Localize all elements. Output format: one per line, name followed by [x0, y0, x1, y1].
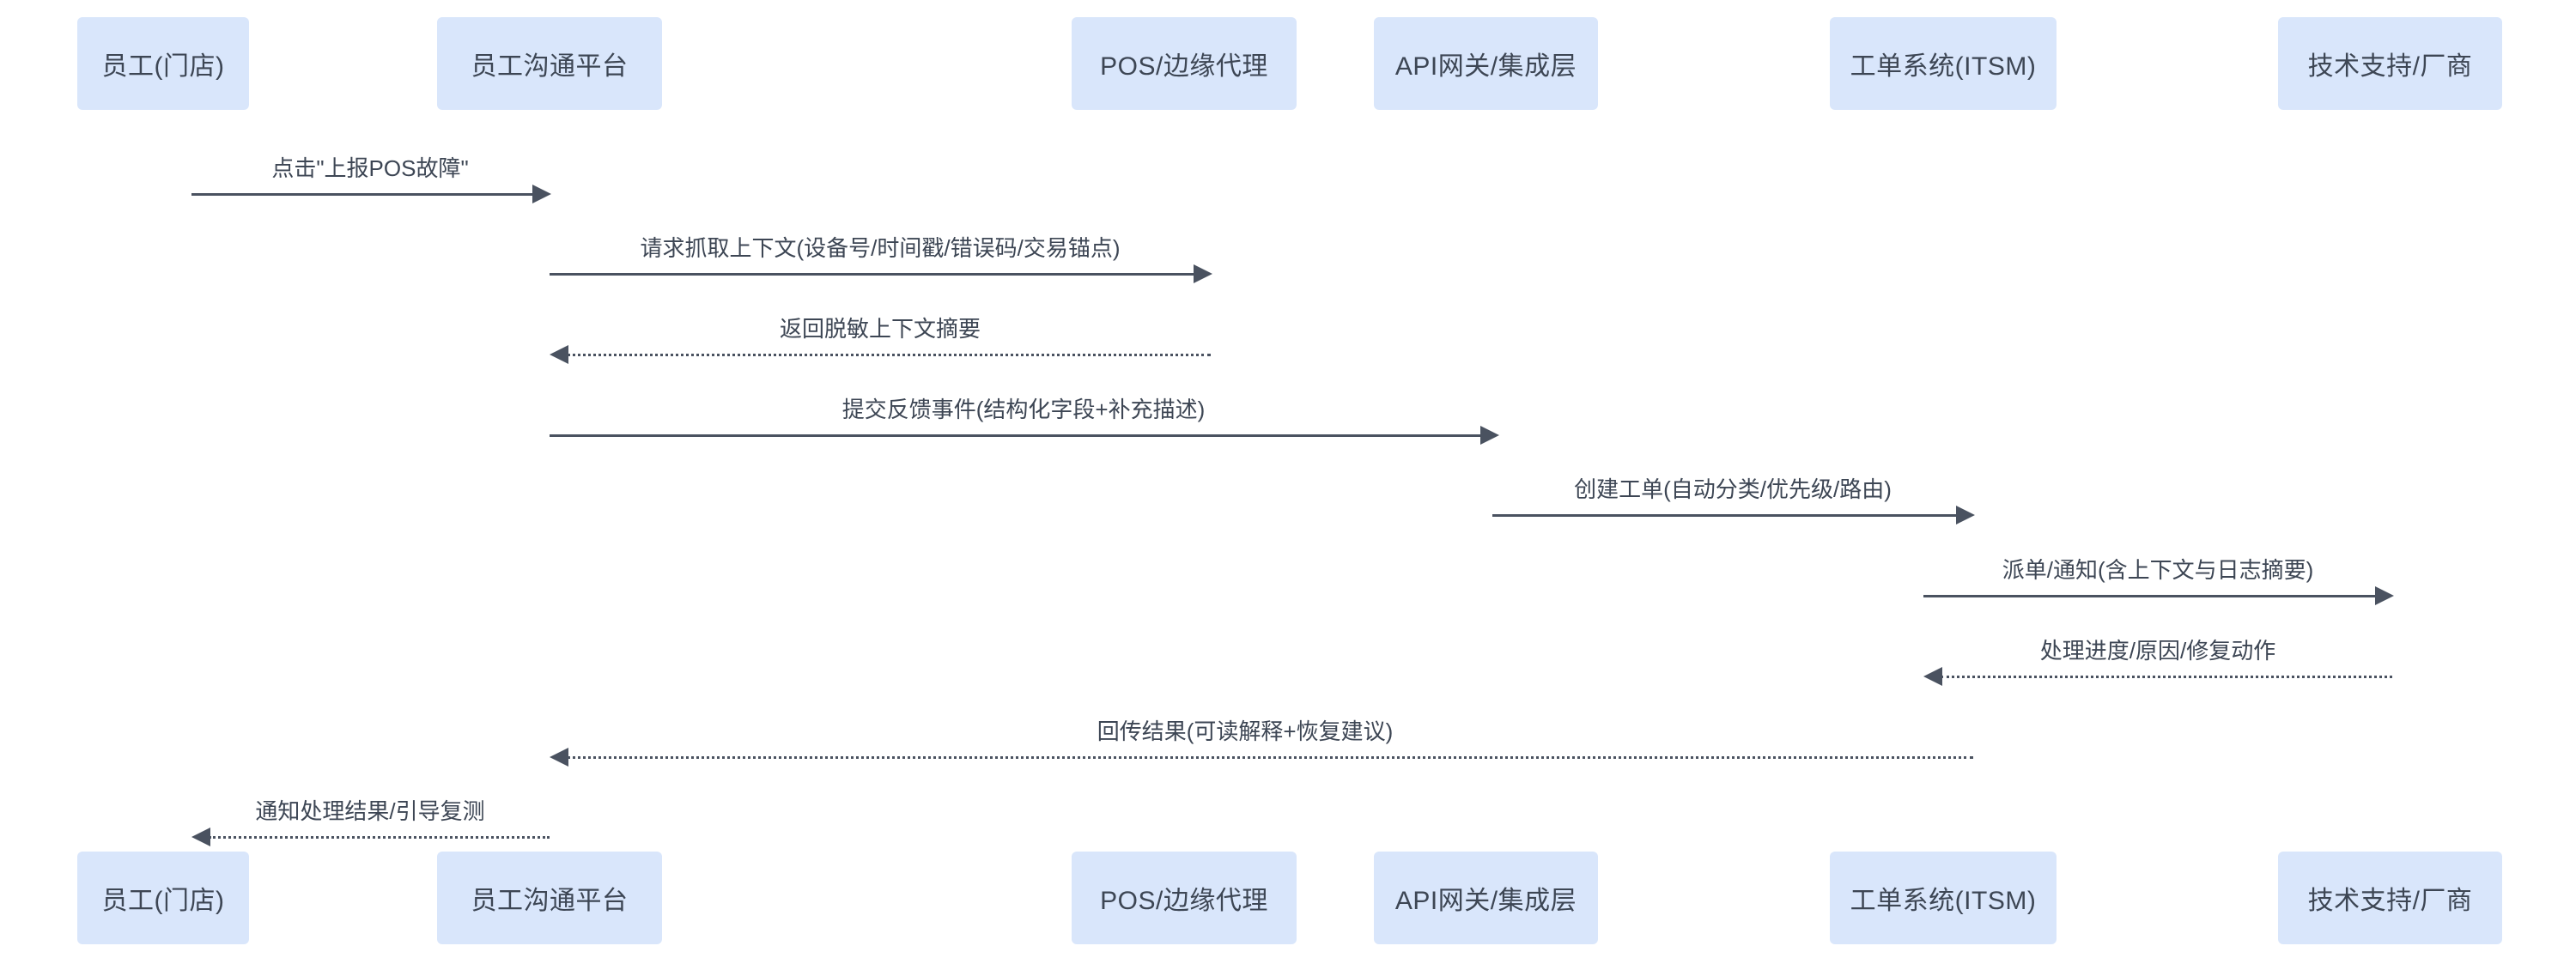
message-line-8: [567, 756, 1973, 759]
participant-pos-bottom[interactable]: POS/边缘代理: [1072, 852, 1297, 944]
message-label-8: 回传结果(可读解释+恢复建议): [1097, 718, 1394, 744]
message-label-9: 通知处理结果/引导复测: [255, 798, 485, 824]
participant-itsm-bottom[interactable]: 工单系统(ITSM): [1830, 852, 2057, 944]
message-arrowhead-3: [550, 345, 568, 364]
message-line-6: [1923, 595, 2375, 597]
message-line-9: [209, 836, 550, 839]
message-arrowhead-5: [1956, 506, 1975, 524]
participant-apigw-bottom[interactable]: API网关/集成层: [1374, 852, 1598, 944]
message-arrowhead-6: [2375, 586, 2394, 605]
message-arrowhead-9: [191, 828, 210, 846]
message-label-1: 点击"上报POS故障": [271, 155, 469, 181]
participant-employee-top[interactable]: 员工(门店): [77, 17, 249, 110]
message-arrowhead-8: [550, 748, 568, 767]
participant-platform-bottom[interactable]: 员工沟通平台: [437, 852, 662, 944]
participant-itsm-top[interactable]: 工单系统(ITSM): [1830, 17, 2057, 110]
message-line-5: [1492, 514, 1956, 517]
message-line-2: [550, 273, 1194, 276]
participant-vendor-bottom[interactable]: 技术支持/厂商: [2278, 852, 2502, 944]
message-label-3: 返回脱敏上下文摘要: [779, 316, 981, 342]
message-label-6: 派单/通知(含上下文与日志摘要): [2002, 557, 2314, 583]
participant-platform-top[interactable]: 员工沟通平台: [437, 17, 662, 110]
message-label-5: 创建工单(自动分类/优先级/路由): [1574, 476, 1892, 502]
message-line-1: [191, 193, 532, 196]
participant-pos-top[interactable]: POS/边缘代理: [1072, 17, 1297, 110]
message-arrowhead-4: [1480, 426, 1499, 445]
message-label-4: 提交反馈事件(结构化字段+补充描述): [841, 397, 1206, 422]
message-label-7: 处理进度/原因/修复动作: [2039, 638, 2276, 664]
message-arrowhead-1: [532, 185, 551, 203]
participant-employee-bottom[interactable]: 员工(门店): [77, 852, 249, 944]
message-label-2: 请求抓取上下文(设备号/时间戳/错误码/交易锚点): [640, 235, 1121, 261]
participant-apigw-top[interactable]: API网关/集成层: [1374, 17, 1598, 110]
message-arrowhead-7: [1923, 667, 1942, 686]
message-line-7: [1941, 676, 2392, 678]
participant-vendor-top[interactable]: 技术支持/厂商: [2278, 17, 2502, 110]
message-line-4: [550, 434, 1480, 437]
message-arrowhead-2: [1194, 264, 1212, 283]
message-line-3: [567, 354, 1211, 356]
